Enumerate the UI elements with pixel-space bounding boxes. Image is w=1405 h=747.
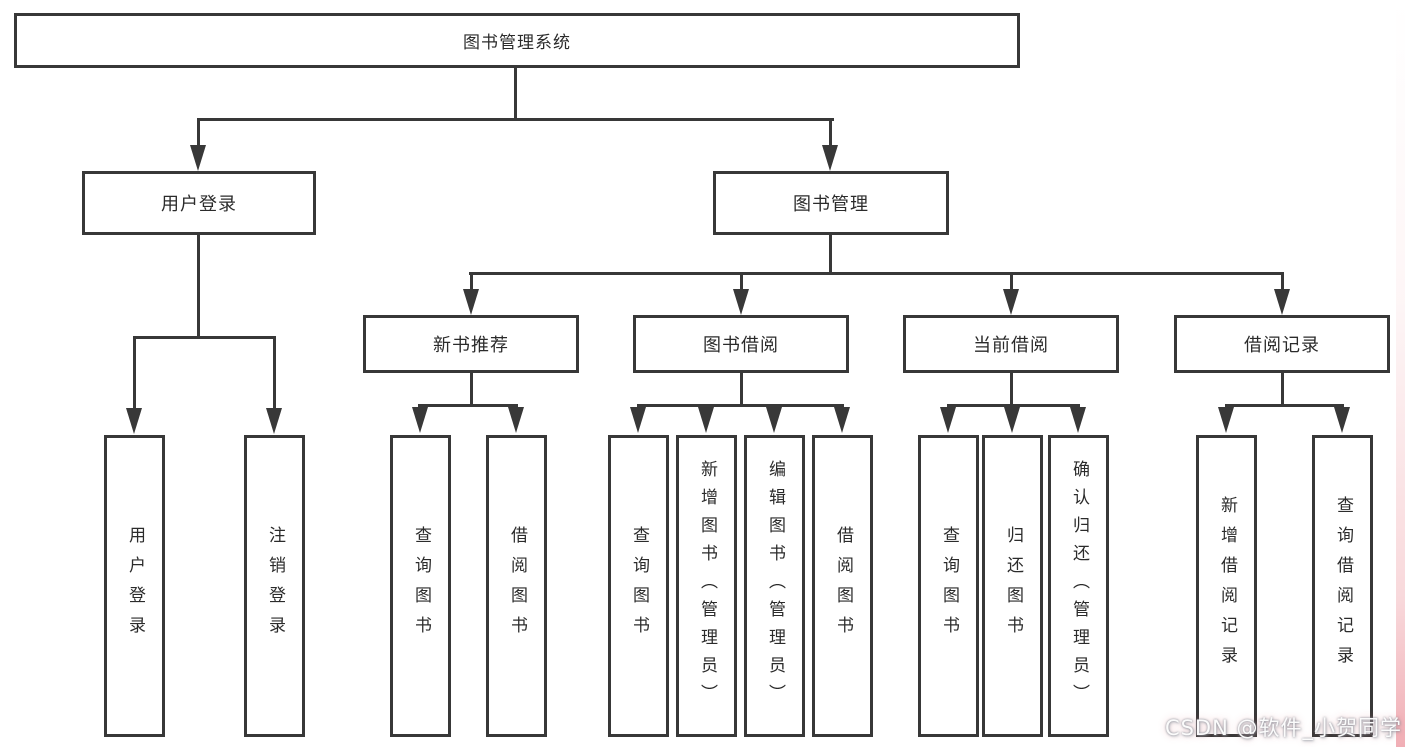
connector-line bbox=[197, 118, 834, 121]
node-confirm-return-admin: 确认归还（管理员） bbox=[1048, 435, 1109, 737]
arrow-down-icon bbox=[1070, 407, 1086, 433]
node-label: 确认归还（管理员） bbox=[1069, 460, 1089, 712]
connector-line bbox=[1225, 404, 1344, 407]
node-book-borrowing: 图书借阅 bbox=[633, 315, 849, 373]
arrow-down-icon bbox=[630, 407, 646, 433]
node-query-borrow-record: 查询借阅记录 bbox=[1312, 435, 1373, 737]
node-label: 新增图书（管理员） bbox=[697, 460, 717, 712]
arrow-down-icon bbox=[508, 407, 524, 433]
node-label: 用户登录 bbox=[161, 194, 237, 215]
node-query-books: 查询图书 bbox=[390, 435, 451, 737]
node-return-books: 归还图书 bbox=[982, 435, 1043, 737]
node-label: 借阅图书 bbox=[833, 526, 853, 646]
arrow-down-icon bbox=[190, 145, 206, 171]
arrow-down-icon bbox=[1218, 407, 1234, 433]
node-user-login-leaf: 用户登录 bbox=[104, 435, 165, 737]
node-label: 借阅记录 bbox=[1244, 335, 1320, 356]
arrow-down-icon bbox=[822, 145, 838, 171]
connector-line bbox=[1281, 272, 1284, 292]
node-label: 图书管理 bbox=[793, 194, 869, 215]
connector-line bbox=[1010, 272, 1013, 292]
arrow-down-icon bbox=[1334, 407, 1350, 433]
connector-line bbox=[514, 68, 517, 120]
connector-line bbox=[469, 272, 1284, 275]
connector-line bbox=[740, 272, 743, 292]
arrow-down-icon bbox=[940, 407, 956, 433]
connector-line bbox=[637, 404, 844, 407]
node-label: 图书借阅 bbox=[703, 335, 779, 356]
node-label: 归还图书 bbox=[1003, 526, 1023, 646]
node-borrow-books: 借阅图书 bbox=[812, 435, 873, 737]
node-label: 查询图书 bbox=[629, 526, 649, 646]
node-current-borrowing: 当前借阅 bbox=[903, 315, 1119, 373]
connector-line bbox=[197, 235, 200, 338]
node-label: 编辑图书（管理员） bbox=[765, 460, 785, 712]
node-label: 借阅图书 bbox=[507, 526, 527, 646]
node-edit-books-admin: 编辑图书（管理员） bbox=[744, 435, 805, 737]
node-label: 查询借阅记录 bbox=[1333, 496, 1353, 676]
node-query-books: 查询图书 bbox=[608, 435, 669, 737]
connector-line bbox=[197, 118, 200, 150]
connector-line bbox=[133, 336, 136, 412]
arrow-down-icon bbox=[412, 407, 428, 433]
arrow-down-icon bbox=[1003, 289, 1019, 315]
node-library-management-system: 图书管理系统 bbox=[14, 13, 1020, 68]
arrow-down-icon bbox=[126, 408, 142, 434]
node-logout: 注销登录 bbox=[244, 435, 305, 737]
connector-line bbox=[470, 373, 473, 406]
node-user-login: 用户登录 bbox=[82, 171, 316, 235]
node-label: 新书推荐 bbox=[433, 335, 509, 356]
connector-line bbox=[470, 272, 473, 292]
node-book-management: 图书管理 bbox=[713, 171, 949, 235]
node-label: 用户登录 bbox=[125, 526, 145, 646]
connector-line bbox=[829, 235, 832, 275]
arrow-down-icon bbox=[733, 289, 749, 315]
node-add-books-admin: 新增图书（管理员） bbox=[676, 435, 737, 737]
right-edge-pink-strip bbox=[1396, 0, 1405, 747]
connector-line bbox=[1010, 373, 1013, 406]
node-borrow-books: 借阅图书 bbox=[486, 435, 547, 737]
arrow-down-icon bbox=[834, 407, 850, 433]
connector-line bbox=[740, 373, 743, 406]
node-label: 当前借阅 bbox=[973, 335, 1049, 356]
connector-line bbox=[1281, 373, 1284, 406]
connector-line bbox=[133, 336, 276, 339]
node-new-book-recommend: 新书推荐 bbox=[363, 315, 579, 373]
node-borrowing-records: 借阅记录 bbox=[1174, 315, 1390, 373]
connector-line bbox=[829, 118, 832, 150]
connector-line bbox=[418, 404, 518, 407]
node-query-books: 查询图书 bbox=[918, 435, 979, 737]
csdn-watermark: CSDN @软件_小贺同学 bbox=[1164, 716, 1402, 740]
arrow-down-icon bbox=[1004, 407, 1020, 433]
node-label: 查询图书 bbox=[939, 526, 959, 646]
node-label: 查询图书 bbox=[411, 526, 431, 646]
connector-line bbox=[273, 336, 276, 412]
arrow-down-icon bbox=[698, 407, 714, 433]
arrow-down-icon bbox=[766, 407, 782, 433]
arrow-down-icon bbox=[266, 408, 282, 434]
node-label: 注销登录 bbox=[265, 526, 285, 646]
node-add-borrow-record: 新增借阅记录 bbox=[1196, 435, 1257, 737]
arrow-down-icon bbox=[463, 289, 479, 315]
arrow-down-icon bbox=[1274, 289, 1290, 315]
node-label: 新增借阅记录 bbox=[1217, 496, 1237, 676]
node-label: 图书管理系统 bbox=[463, 33, 571, 53]
connector-line bbox=[947, 404, 1080, 407]
